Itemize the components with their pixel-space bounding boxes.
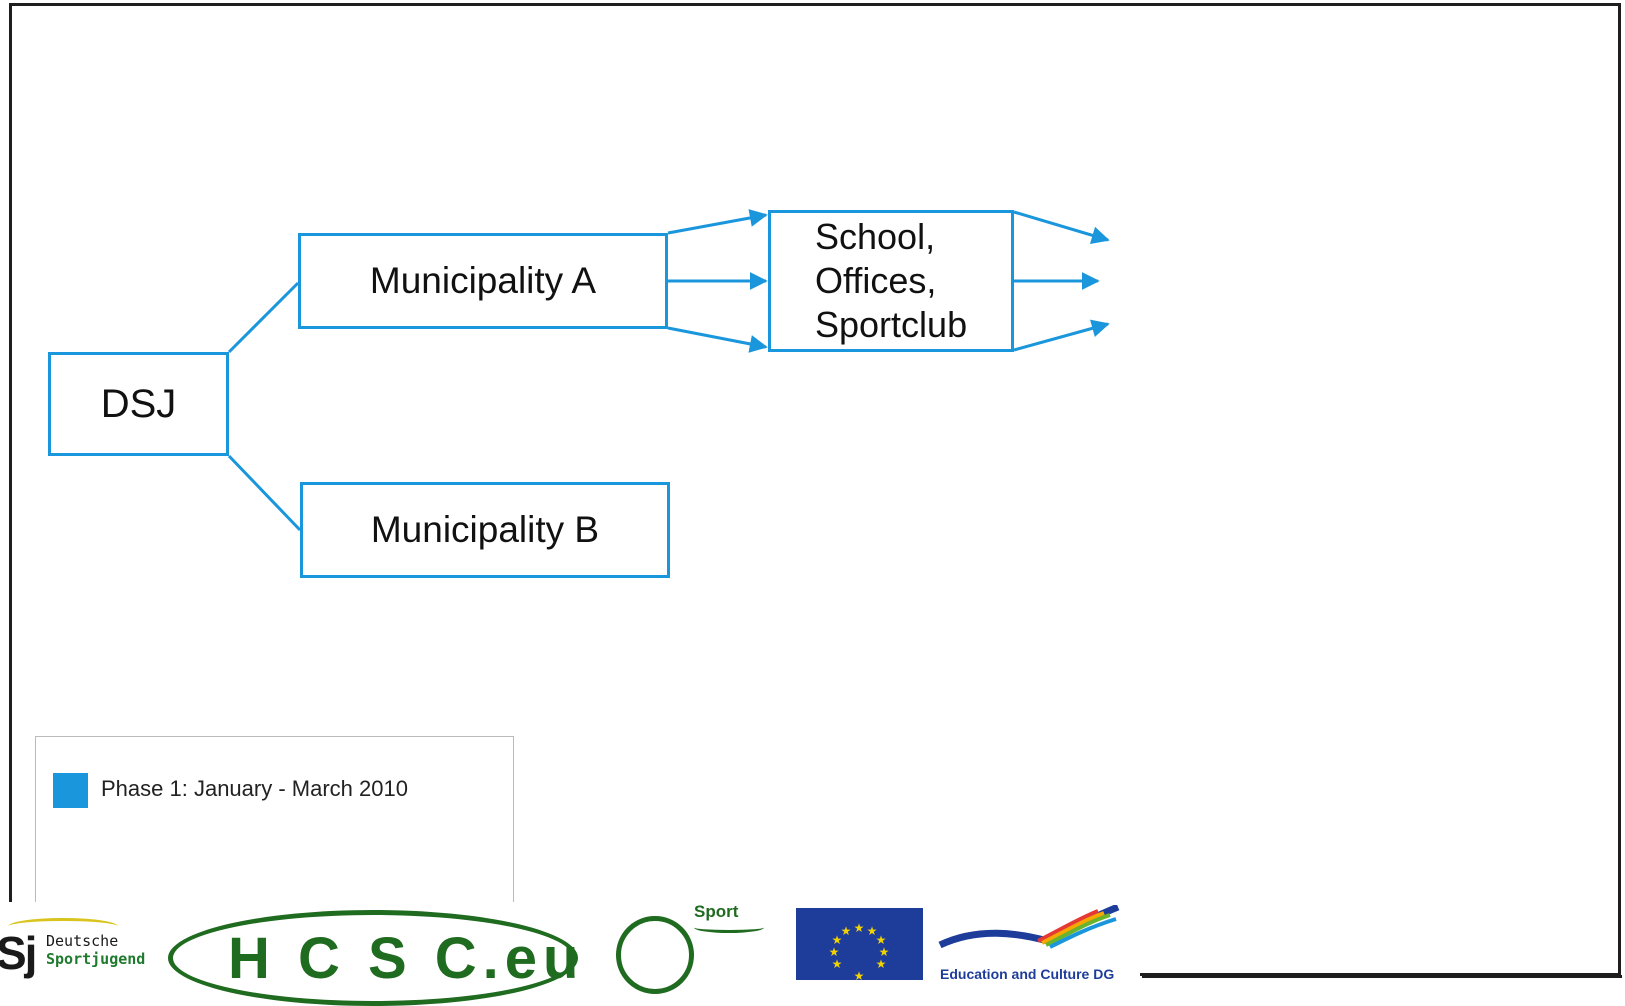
svg-text:★: ★ bbox=[876, 957, 887, 971]
legend-label-phase-1: Phase 1: January - March 2010 bbox=[101, 776, 408, 801]
legend: Phase 1: January - March 2010 bbox=[35, 736, 514, 916]
arrow-school-out-top bbox=[1013, 210, 1110, 245]
eu-stars-icon: ★ ★ ★ ★ ★ ★ ★ ★ ★ ★ bbox=[829, 921, 890, 980]
arrow-school-out-bottom bbox=[1013, 319, 1110, 352]
sport-swoosh-icon bbox=[694, 922, 764, 933]
svg-text:★: ★ bbox=[841, 924, 852, 938]
node-school-offices-sportclub: School, Offices, Sportclub bbox=[768, 210, 1014, 352]
svg-text:★: ★ bbox=[832, 933, 843, 947]
svg-text:★: ★ bbox=[854, 921, 865, 935]
svg-text:★: ★ bbox=[879, 945, 890, 959]
node-municipality-a-label: Municipality A bbox=[369, 260, 597, 301]
sport-logo-icon: Sport bbox=[614, 902, 774, 994]
dsj-logo-icon: Sj Deutsche Sportjugend bbox=[0, 918, 145, 980]
dsj-wordmark-line2: Sportjugend bbox=[46, 950, 146, 968]
arrow-muni-a-to-school-bottom bbox=[667, 326, 768, 353]
slide-canvas: DSJ Municipality A Municipality B School… bbox=[0, 3, 1622, 1006]
eu-flag-icon: ★ ★ ★ ★ ★ ★ ★ ★ ★ ★ bbox=[796, 908, 923, 980]
frame-bottom-edge bbox=[1142, 975, 1622, 978]
node-municipality-a: Municipality A bbox=[298, 233, 668, 329]
dsj-swoosh-icon bbox=[8, 918, 118, 935]
node-municipality-b-label: Municipality B bbox=[370, 509, 600, 550]
svg-text:★: ★ bbox=[876, 933, 887, 947]
node-dsj-label: DSJ bbox=[100, 381, 177, 426]
connector-dsj-to-municipality-a bbox=[227, 281, 300, 354]
dsj-wordmark: Deutsche Sportjugend bbox=[46, 932, 145, 968]
sport-wordmark: Sport bbox=[694, 902, 739, 921]
hcsc-wordmark: H C S C.eu bbox=[228, 926, 585, 991]
node-school-offices-sportclub-label: School, Offices, Sportclub bbox=[815, 216, 968, 345]
dsj-wordmark-line1: Deutsche bbox=[46, 932, 119, 950]
dsj-mark: Sj bbox=[0, 927, 37, 979]
svg-text:★: ★ bbox=[867, 924, 878, 938]
diagram-connectors bbox=[227, 209, 1110, 532]
node-dsj: DSJ bbox=[48, 352, 229, 456]
llp-logo-icon bbox=[938, 905, 1120, 949]
arrow-muni-a-to-school-top bbox=[667, 209, 768, 235]
svg-text:★: ★ bbox=[832, 957, 843, 971]
svg-text:★: ★ bbox=[854, 969, 865, 980]
llp-caption: Education and Culture DG bbox=[940, 966, 1115, 982]
legend-swatch-phase-1 bbox=[53, 773, 88, 808]
node-municipality-b: Municipality B bbox=[300, 482, 670, 578]
svg-text:★: ★ bbox=[829, 945, 840, 959]
connector-dsj-to-municipality-b bbox=[227, 454, 302, 532]
sport-circle-icon bbox=[616, 916, 694, 994]
